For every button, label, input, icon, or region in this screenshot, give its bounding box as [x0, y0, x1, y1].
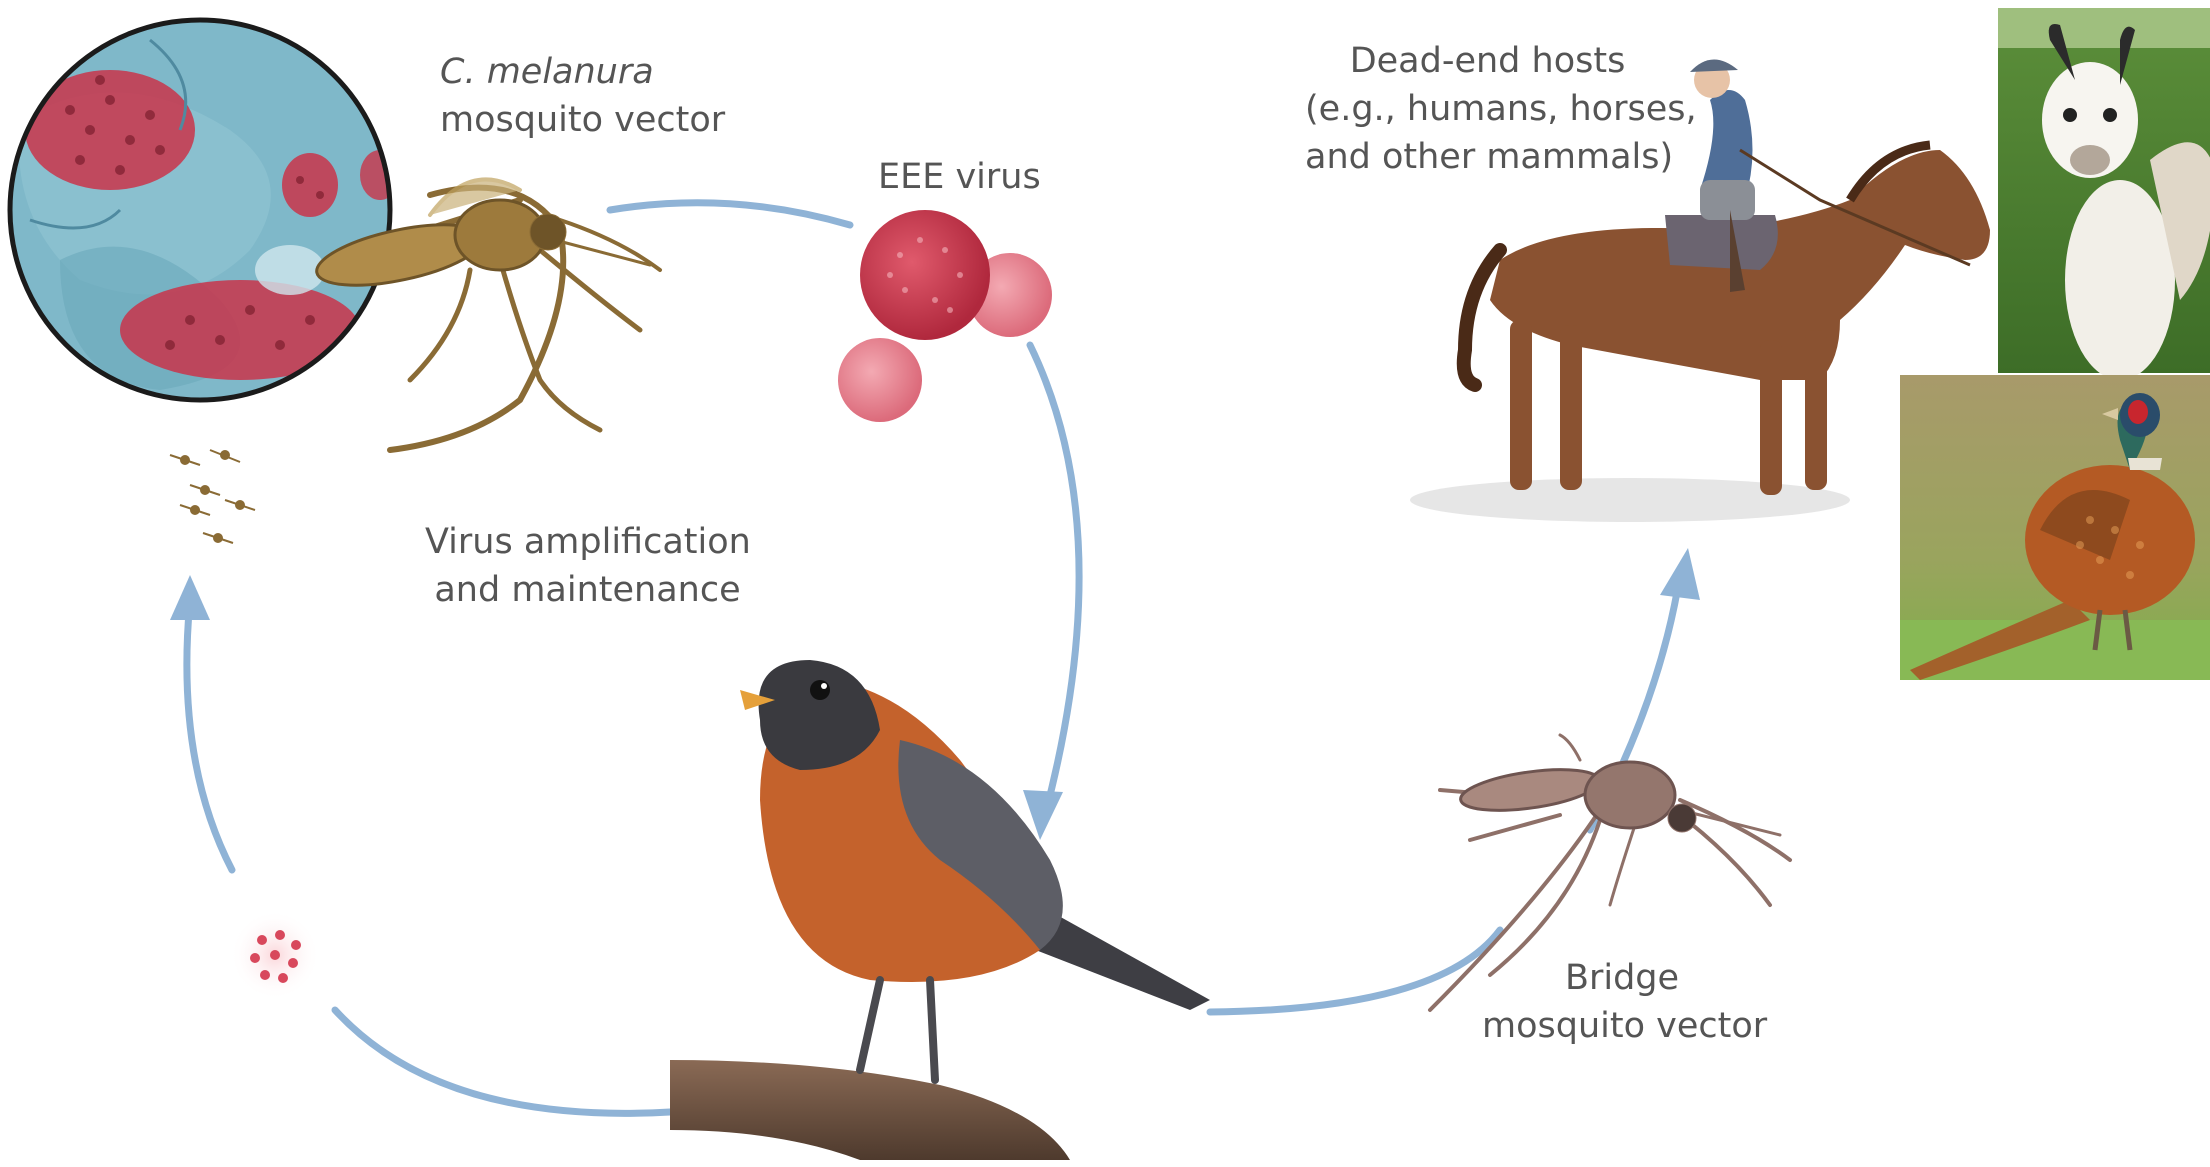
infected-cell-micrograph-icon	[10, 20, 400, 400]
virus-cluster-small-icon	[230, 910, 320, 1000]
arrow-bird-to-bridge	[1210, 930, 1500, 1012]
branch-icon	[670, 1060, 1070, 1160]
cycle-label-line2: and maintenance	[425, 566, 750, 614]
deadend-line3: and other mammals)	[1305, 133, 1670, 181]
bridge-line2: mosquito vector	[1482, 1002, 1762, 1050]
cycle-label: Virus amplification and maintenance	[425, 518, 750, 614]
bridge-mosquito-label: Bridge mosquito vector	[1482, 954, 1762, 1050]
virus-particle-icon	[838, 210, 1052, 422]
vector-role-text: mosquito vector	[440, 96, 725, 144]
pheasant-photo-icon	[1900, 375, 2210, 680]
llama-photo-icon	[1998, 8, 2210, 380]
arrowhead-up-left	[170, 575, 210, 620]
vector-species-name: C. melanura	[440, 48, 725, 96]
arrow-mosquito-to-virus	[610, 203, 850, 225]
cycle-label-line1: Virus amplification	[425, 518, 750, 566]
bridge-line1: Bridge	[1482, 954, 1762, 1002]
vector-mosquito-label: C. melanura mosquito vector	[440, 48, 725, 144]
arrow-bird-to-larvae-bottom	[335, 1010, 670, 1113]
larvae-cluster-icon	[170, 450, 255, 543]
deadend-hosts-label: Dead-end hosts (e.g., humans, horses, an…	[1305, 37, 1670, 181]
arrow-larvae-left-upward	[187, 600, 232, 870]
deadend-line2: (e.g., humans, horses,	[1305, 85, 1670, 133]
virus-label: EEE virus	[878, 153, 1041, 201]
arrow-virus-to-bird	[1030, 345, 1079, 815]
deadend-line1: Dead-end hosts	[1305, 37, 1670, 85]
arrowhead-up-deadend	[1660, 548, 1700, 600]
robin-icon	[740, 660, 1210, 1080]
